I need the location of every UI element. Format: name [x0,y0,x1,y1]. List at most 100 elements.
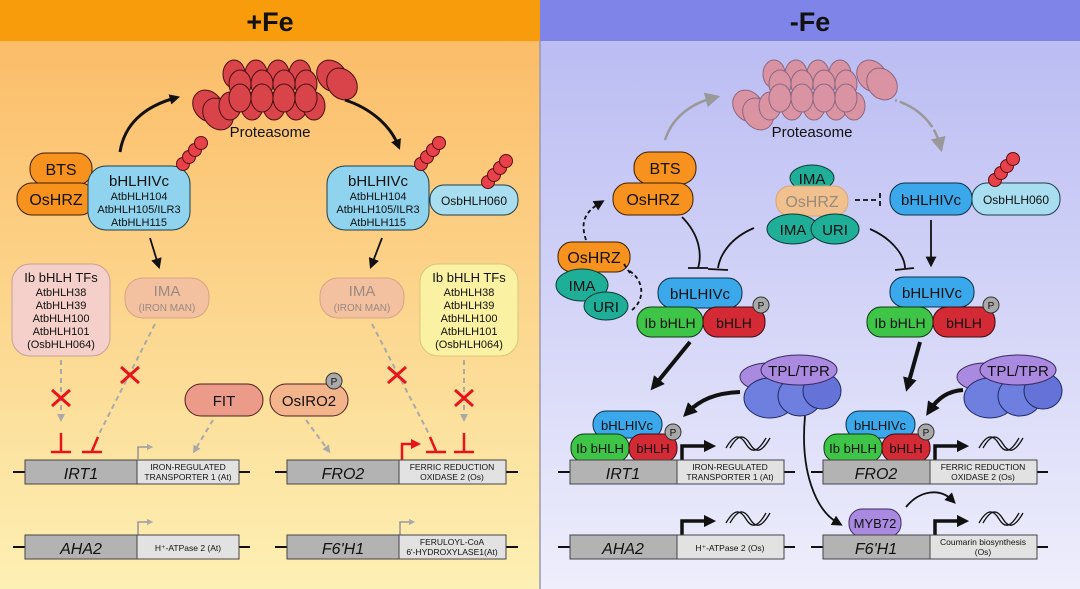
myb72-label: MYB72 [854,516,897,531]
ima-sub: (IRON MAN) [334,303,391,314]
gene-name: F6'H1 [855,541,897,558]
ib-title: Ib bHLH TFs [432,270,506,285]
arrow-to-fro2-complex [903,341,922,392]
ima-protein-left [555,268,609,302]
gene-desc: Coumarin biosynthesis [940,537,1026,547]
uri-center [810,213,860,245]
bhlhivc-line: AtbHLH105/ILR3 [97,204,180,216]
arrow-to-ima-left [149,237,162,270]
bhlhivc-line: AtbHLH104 [350,191,407,203]
oshrz-faded [775,185,849,217]
phospho-label: P [988,301,995,312]
bhlhivc-label: bHLHIVc [854,418,907,433]
tf-complex-left-mid: bHLHIVc Ib bHLH bHLH P [636,277,770,338]
bhlhivc-complex-left [87,165,191,231]
arrow-myb72-to-f6h1 [905,491,956,508]
bhlhivc-label: bHLHIVc [670,286,731,303]
gene-aha2-minus: AHA2 H⁺-ATPase 2 (Os) [558,534,795,560]
ima-faded-left [124,277,210,319]
fit-label: FIT [213,393,236,410]
gene-desc: IRON-REGULATED [150,462,225,472]
gene-irt1-plus: IRT1 IRON-REGULATED TRANSPORTER 1 (At) [13,459,250,485]
fro2-promoter-arrow-active [400,439,421,460]
ib-bhlh-tfs-left [11,263,111,357]
tpl-tpr-label: TPL/TPR [987,363,1049,380]
gene-desc: FERRIC REDUCTION [410,462,495,472]
dashed-inhibition-bhlhivc [855,193,881,207]
gene-desc: 6'-HYDROXYLASE1(At) [406,547,498,557]
gene-name: AHA2 [601,541,644,558]
ima-faded-right [319,277,405,319]
arrow-tpl-to-irt1 [683,390,741,417]
bhlh-label: bHLH [946,315,982,331]
gene-name: AHA2 [59,541,102,558]
bhlhivc-line: AtbHLH104 [111,191,168,203]
ima-title: IMA [349,283,376,300]
osbhlh060-protein-minus [971,182,1061,216]
ima-label: IMA [799,171,826,188]
promoter-arrows-inactive [137,443,416,535]
gene-f6h1-plus: F6'H1 FERULOYL-CoA 6'-HYDROXYLASE1(At) [275,534,518,560]
tpl-tpr-complex-left: TPL/TPR [739,354,842,419]
uri-protein-left [583,291,629,321]
ib-line: (OsbHLH064) [27,339,95,351]
arrow-tpl-to-myb72 [803,415,843,526]
gene-aha2-plus: AHA2 H⁺-ATPase 2 (At) [13,534,250,560]
gene-desc: H⁺-ATPase 2 (At) [155,543,221,553]
promoter-arrows-active [680,439,970,536]
phospho-label: P [670,428,677,439]
inhibition-bars [51,433,474,454]
plus-fe-header [0,0,540,41]
phospho-label: P [331,377,338,388]
uri-label: URI [593,299,619,316]
gene-f6h1-minus: F6'H1 Coumarin biosynthesis (Os) [811,534,1048,560]
arrow-from-proteasome [344,98,401,150]
arrow-from-proteasome-faded [894,98,946,153]
osbhlh060-label: OsbHLH060 [983,193,1049,207]
gene-desc: TRANSPORTER 1 (At) [686,472,773,482]
tpl-tpr-label: TPL/TPR [768,363,830,380]
block-x-icons [51,365,474,408]
phospho-label: P [758,301,765,312]
gene-name: IRT1 [606,466,640,483]
inhibition-oshrz-bhlhivc [681,216,708,269]
tf-complex-right-mid: bHLHIVc Ib bHLH bHLH P [866,276,1000,338]
gene-desc: FERULOYL-CoA [420,537,485,547]
phospho-icon [325,372,343,390]
ima-title: IMA [154,283,181,300]
oshrz-label: OsHRZ [626,192,680,209]
ib-line: AtbHLH38 [444,287,495,299]
ima-sub: (IRON MAN) [139,303,196,314]
bhlh-label: bHLH [889,441,922,456]
uri-label: URI [822,222,848,239]
bts-label: BTS [649,161,680,178]
fit-protein [184,383,264,417]
ima-label: IMA [569,278,596,295]
ib-line: AtbHLH38 [36,287,87,299]
bhlhivc-label: bHLHIVc [902,285,963,302]
osbhlh060-label: OsbHLH060 [441,194,507,208]
tpl-tpr-complex-right: TPL/TPR [956,354,1063,419]
ima-label: IMA [780,222,807,239]
osiro2-label: OsIRO2 [282,393,336,410]
ib-bhlh-label: Ib bHLH [644,315,695,331]
ib-bhlh-label: Ib bHLH [576,441,624,456]
ib-bhlh-label: Ib bHLH [874,315,925,331]
ib-line: AtbHLH39 [36,300,87,312]
proteasome-label-minus: Proteasome [772,124,853,141]
arrow-to-irt1-complex [650,340,692,391]
gene-desc: OXIDASE 2 (Os) [420,472,484,482]
gene-desc: OXIDASE 2 (Os) [951,472,1015,482]
bhlhivc-line: AtbHLH115 [350,217,406,229]
proteasome-label: Proteasome [230,124,311,141]
bhlhivc-complex-right [326,165,430,231]
ib-bhlh-tfs-right [419,263,519,357]
gene-fro2-plus: FRO2 FERRIC REDUCTION OXIDASE 2 (Os) [275,459,518,485]
arrow-to-proteasome-faded [663,92,721,141]
ib-line: (OsbHLH064) [435,339,503,351]
gene-desc: (Os) [975,547,992,557]
bts-label: BTS [45,162,76,179]
bhlhivc-line: AtbHLH115 [111,217,167,229]
